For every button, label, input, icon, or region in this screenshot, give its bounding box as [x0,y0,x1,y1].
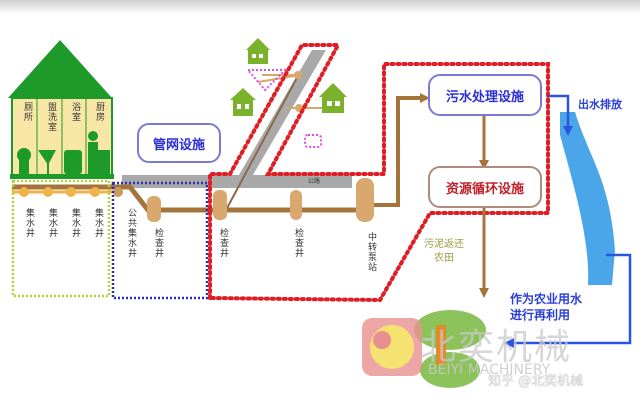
collection-well-label: 集水井 [24,208,34,238]
room-label-washroom: 盥洗室 [46,102,56,132]
river [560,112,615,285]
sewage-treatment-box: 污水处理设施 [428,74,542,116]
inspection-well-label: 检查井 [293,228,303,258]
discharge-label: 出水排放 [578,98,622,111]
inspection-well-label: 检查井 [218,228,228,258]
collection-well-label: 集水井 [70,208,80,238]
room-label-kitchen: 厨房 [94,102,104,122]
watermark-zhihu: 知乎 @北奕机械 [488,374,584,389]
resource-recycle-box: 资源循环设施 [428,166,542,208]
sludge-label-line1: 污泥返还 [424,239,464,250]
watermark-en: BEIYI MACHINERY [428,362,551,378]
watermark-cn: 北奕机械 [420,327,573,368]
room-label-bathroom: 浴室 [70,102,80,122]
relay-pump-label: 中转泵站 [366,232,376,272]
room-label-toilet: 厕所 [22,102,32,122]
reuse-label-line2: 进行再利用 [510,308,571,322]
collection-well-label: 集水井 [47,208,57,238]
reuse-label-line1: 作为农业用水 [510,292,583,306]
road-horizontal [122,175,352,188]
top-gradient-bar [0,0,640,14]
house-roof [8,40,112,98]
inspection-well-label: 检查井 [153,228,163,258]
collection-well-label: 集水井 [93,208,103,238]
red-zone-outline [208,43,550,303]
public-well-label: 公共集水井 [126,208,136,258]
sludge-label-line2: 农田 [434,253,454,264]
pipe-network-box: 管网设施 [137,123,221,163]
road-label: 公路 [308,178,321,185]
